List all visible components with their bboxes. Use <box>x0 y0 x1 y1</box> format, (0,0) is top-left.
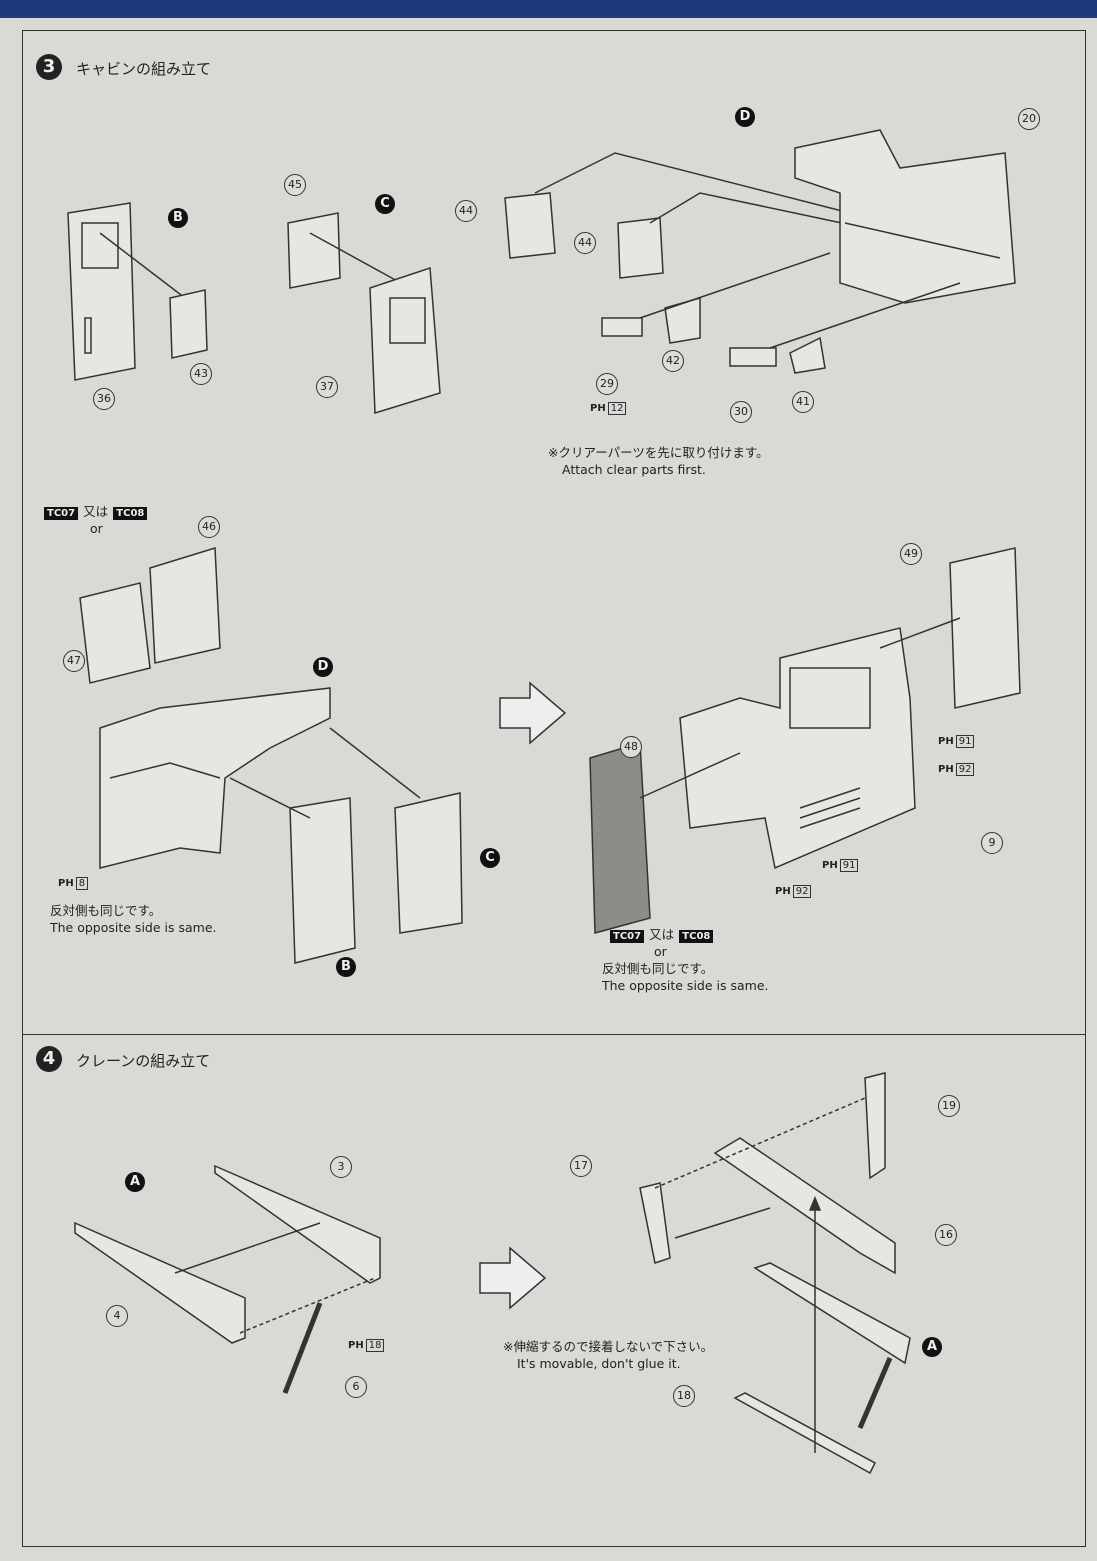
callout-18: 18 <box>673 1385 695 1407</box>
next-arrow <box>499 681 567 745</box>
callout-37: 37 <box>316 376 338 398</box>
callout-4: 4 <box>106 1305 128 1327</box>
boom-part-3 <box>214 1164 381 1284</box>
step-4-number: 4 <box>36 1046 62 1072</box>
or-en: or <box>90 521 103 536</box>
door-part-36 <box>67 202 136 381</box>
step-4-title: クレーンの組み立て <box>76 1052 211 1070</box>
callout-29: 29 <box>596 373 618 395</box>
or-en-2: or <box>654 944 667 959</box>
part-17 <box>639 1182 671 1264</box>
tc07-label: TC07 <box>44 507 79 520</box>
boom-assembly-a <box>753 1262 911 1365</box>
letter-c: C <box>375 194 395 214</box>
letter-a: A <box>125 1172 145 1192</box>
panel-part-30 <box>729 347 777 367</box>
part-19 <box>864 1072 886 1180</box>
tc08-label: TC08 <box>113 507 148 520</box>
callout-44a: 44 <box>455 200 477 222</box>
note-movable: ※伸縮するので接着しないで下さい。It's movable, don't glu… <box>503 1339 714 1371</box>
tc08-label-2: TC08 <box>679 930 714 943</box>
letter-d: D <box>735 107 755 127</box>
boom-part-4 <box>74 1221 246 1344</box>
callout-45: 45 <box>284 174 306 196</box>
letter-d-2: D <box>313 657 333 677</box>
door-part-37 <box>369 266 441 415</box>
or-jp: 又は <box>83 504 109 519</box>
assembly-drawings <box>67 129 1021 1475</box>
step-3-title: キャビンの組み立て <box>76 60 212 78</box>
callout-19: 19 <box>938 1095 960 1117</box>
window-part-45 <box>287 212 341 289</box>
clear-part-44a <box>504 192 556 259</box>
window-part-43 <box>169 289 208 359</box>
callout-41: 41 <box>792 391 814 413</box>
page-frame <box>22 30 1086 1547</box>
step-3-number: 3 <box>36 54 62 80</box>
panel-part-29 <box>601 317 643 337</box>
callout-17: 17 <box>570 1155 592 1177</box>
part-41 <box>789 336 826 374</box>
part-18 <box>733 1392 876 1475</box>
letter-c-2: C <box>480 848 500 868</box>
callout-36: 36 <box>93 388 115 410</box>
callout-49: 49 <box>900 543 922 565</box>
or-jp-2: 又は <box>649 927 675 942</box>
callout-16: 16 <box>935 1224 957 1246</box>
callout-47: 47 <box>63 650 85 672</box>
callout-30: 30 <box>730 401 752 423</box>
instruction-page: 3 キャビンの組み立て 4 クレーンの組み立て 36 43 45 37 44 4… <box>0 18 1097 1561</box>
callout-48: 48 <box>620 736 642 758</box>
callout-9: 9 <box>981 832 1003 854</box>
callout-6: 6 <box>345 1376 367 1398</box>
arrow-line <box>99 232 186 299</box>
crane-arm-part-6 <box>282 1302 323 1394</box>
window-part-47 <box>79 582 151 684</box>
callout-20: 20 <box>1018 108 1040 130</box>
section-divider <box>22 1034 1086 1035</box>
door-part-48 <box>589 742 651 934</box>
boom-part-16 <box>713 1137 896 1275</box>
letter-b-2: B <box>336 957 356 977</box>
callout-44b: 44 <box>574 232 596 254</box>
tc-group-1: TC07 又は TC08 or <box>44 501 148 537</box>
note-clear-parts: ※クリアーパーツを先に取り付けます。Attach clear parts fir… <box>548 445 769 477</box>
door-part-b <box>289 797 356 964</box>
part-42 <box>664 297 701 344</box>
letter-b: B <box>168 208 188 228</box>
window-part-46 <box>149 546 221 664</box>
tc07-label-2: TC07 <box>610 930 645 943</box>
next-arrow-2 <box>479 1246 547 1310</box>
door-part-49 <box>949 547 1021 709</box>
clear-part-44b <box>617 217 664 279</box>
cabin-frame-d <box>794 129 1016 304</box>
callout-46: 46 <box>198 516 220 538</box>
cabin-assembly-left <box>99 687 331 869</box>
door-part-c <box>394 792 463 934</box>
cabin-assembly-right <box>679 627 916 870</box>
callout-3: 3 <box>330 1156 352 1178</box>
note-opposite-side-2: 反対側も同じです。The opposite side is same. <box>602 961 769 993</box>
letter-a-2: A <box>922 1337 942 1357</box>
tc-group-2: TC07 又は TC08 or <box>610 924 714 960</box>
callout-43: 43 <box>190 363 212 385</box>
callout-42: 42 <box>662 350 684 372</box>
note-opposite-side: 反対側も同じです。The opposite side is same. <box>50 903 217 935</box>
